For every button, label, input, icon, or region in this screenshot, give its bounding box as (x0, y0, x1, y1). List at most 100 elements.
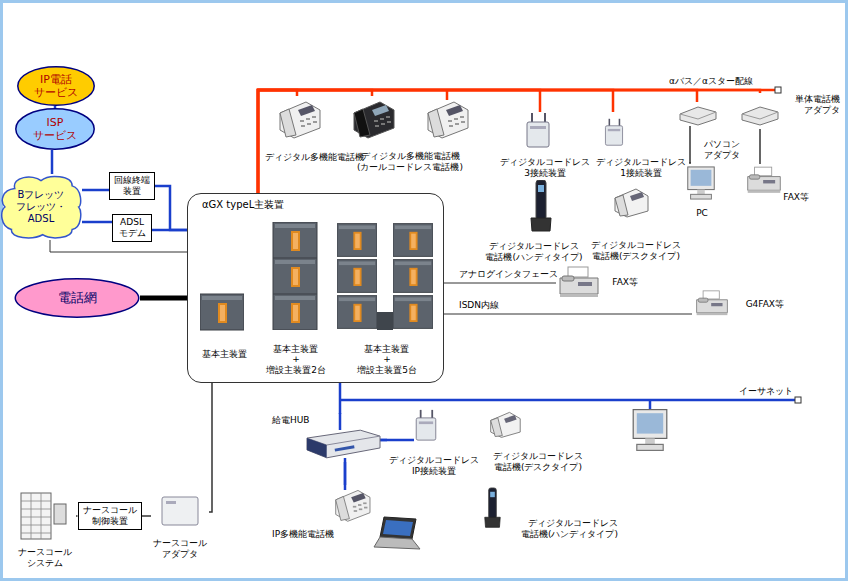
device-box: ナースコール 制御装置 (78, 502, 142, 530)
connector (258, 90, 540, 193)
base-station-icon (416, 410, 436, 440)
node-label: ディジタルコードレス 3接続装置 (500, 157, 590, 179)
label-line: ナースコール (18, 547, 72, 558)
node-label: ディジタルコードレス 電話機(デスクタイプ) (493, 451, 583, 473)
laptop-icon (374, 517, 420, 549)
device-node: ナースコール システム (14, 490, 76, 570)
label-line: フレッツ・ (16, 201, 66, 213)
bus-drop (446, 90, 449, 100)
label-line: + (357, 354, 417, 365)
label-line: 制御装置 (83, 516, 137, 527)
device-node: ディジタルコードレス 3接続装置 (498, 112, 592, 180)
fax-icon (748, 167, 781, 193)
pc-icon (688, 167, 714, 199)
node-label: ディジタルコードレス 電話機(ハンディタイプ) (521, 518, 618, 540)
service-ellipse: 電話網 (14, 278, 140, 318)
node-label: IP多機能電話機 (272, 529, 334, 540)
device-node: G4FAX等 (692, 286, 786, 322)
connector (258, 90, 613, 193)
device-node: ディジタル多機能電話機 (262, 96, 366, 164)
node-label: G4FAX等 (746, 299, 784, 310)
ethernet-drop (649, 400, 652, 410)
label-line: 増設主装置2台 (266, 365, 326, 376)
label-line: 電話機(デスクタイプ) (591, 251, 681, 262)
label-line: ディジタルコードレス (591, 240, 681, 251)
nurse-adapter-icon (162, 497, 198, 525)
connector (258, 90, 697, 193)
label-line: 電話網 (58, 290, 97, 306)
connector (258, 90, 372, 193)
label-line: 基本主装置 (266, 344, 326, 355)
cabinet-base (377, 312, 393, 330)
node-label: ディジタル多機能電話機 (265, 152, 364, 163)
device-node: ディジタルコードレス 1接続装置 (594, 112, 688, 180)
device-node: ディジタルコードレス IP接続装置 (387, 404, 481, 478)
line-label: ISDN内線 (458, 300, 500, 311)
connector (155, 186, 187, 230)
phone-icon (354, 102, 394, 138)
outline (16, 109, 94, 149)
device-node: IP多機能電話機 (270, 485, 382, 541)
cabinet-icon (273, 294, 317, 330)
service-ellipse: ISP サービス (15, 108, 95, 150)
alpha-bus-line (258, 89, 778, 92)
node-label: パソコン アダプタ (704, 139, 740, 161)
node-label: ディジタル多機能電話機 (カールコードレス電話機) (357, 151, 463, 173)
connector (152, 229, 187, 232)
node-label: 基本主装置 (202, 349, 247, 360)
connector (444, 283, 556, 284)
label-line: 基本主装置 (202, 349, 247, 360)
label-line: アダプタ (153, 549, 207, 560)
device-node: ディジタルコードレス 電話機(デスクタイプ) (589, 183, 683, 263)
node-label: ディジタルコードレス 電話機(デスクタイプ) (591, 240, 681, 262)
label-line: FAX等 (612, 277, 638, 288)
pc-icon (633, 410, 667, 451)
node-label: 基本主装置 + 増設主装置5台 (357, 344, 417, 376)
node-label: αGX typeL主装置 (202, 199, 284, 211)
label-line: 電話機(デスクタイプ) (493, 462, 583, 473)
device-node: 基本主装置 (196, 283, 252, 361)
label-line: PC (696, 208, 708, 219)
node-label: ナースコール 制御装置 (83, 505, 137, 527)
label-line: サービス (34, 86, 78, 99)
label-line: ADSL (16, 213, 66, 225)
phone-icon (428, 102, 468, 138)
node-label: FAX等 (783, 192, 809, 203)
base-station-icon (527, 113, 549, 147)
node-label: ディジタルコードレス IP接続装置 (389, 455, 479, 477)
label-line: モデム (119, 228, 146, 239)
phone-icon (280, 102, 320, 138)
node-label: 電話網 (58, 290, 97, 306)
connector (82, 189, 109, 192)
network-cloud: Bフレッツ フレッツ・ ADSL (0, 174, 82, 240)
label-line: ISP (33, 116, 77, 129)
label-line: 電話機(ハンディタイプ) (521, 529, 618, 540)
cabinet-icon (393, 224, 433, 257)
label-line: G4FAX等 (746, 299, 784, 310)
label-line: 単体電話機 (795, 94, 840, 105)
node-label: 回線終端 装置 (114, 175, 150, 197)
outline (18, 67, 94, 105)
label-line: アダプタ (704, 150, 740, 161)
cabinet-icon (273, 258, 317, 294)
cabinet-icon (273, 222, 317, 258)
connector (51, 150, 54, 174)
node-label: ディジタルコードレス 1接続装置 (596, 157, 686, 179)
label-line: ADSL (119, 217, 146, 228)
device-node: PC (682, 164, 722, 220)
hub-wire (378, 439, 414, 442)
base-station-icon (605, 119, 622, 145)
device-node: ディジタルコードレス 電話機(ハンディタイプ) (480, 483, 620, 541)
label-line: 装置 (114, 186, 150, 197)
label-line: 給電HUB (272, 415, 310, 426)
connector (209, 383, 212, 512)
label-line: ディジタルコードレス (389, 455, 479, 466)
device-node: 基本主装置 + 増設主装置2台 (263, 221, 329, 377)
cabinet-icon (337, 260, 377, 293)
connector (82, 221, 112, 224)
fax-icon (697, 291, 728, 315)
connector (142, 515, 152, 517)
service-ellipse: IP電話 サービス (17, 66, 95, 106)
cabinet-icon (393, 260, 433, 293)
device-box: ADSL モデム (112, 214, 152, 242)
